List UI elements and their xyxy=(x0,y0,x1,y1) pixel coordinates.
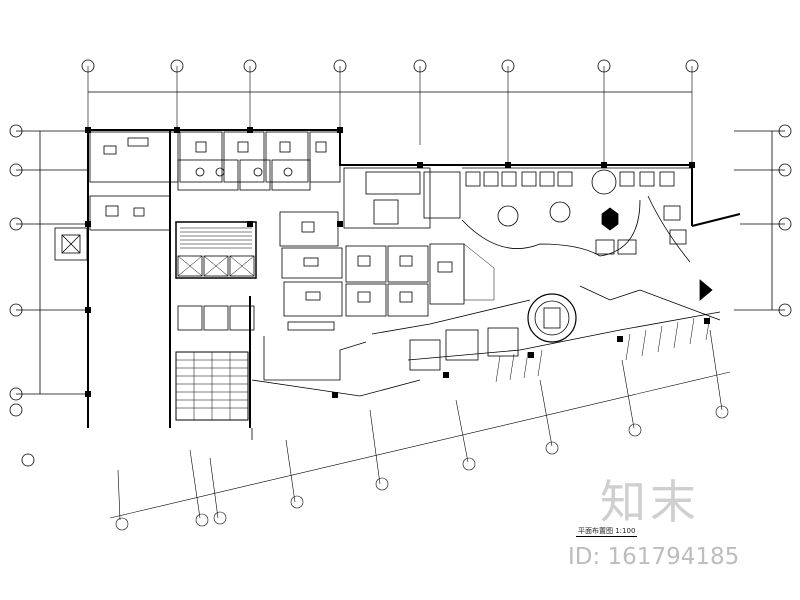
bottom-angled-grid xyxy=(109,329,731,531)
office-suites-top-left xyxy=(89,131,341,231)
service-rooms xyxy=(343,167,461,229)
top-dimension-line xyxy=(81,59,699,165)
stair-runs xyxy=(175,351,249,421)
lower-lounge-strip xyxy=(371,285,721,383)
watermark-id: ID: 161794185 xyxy=(568,544,740,570)
drawing-title: 平面布置图 1:100 xyxy=(576,527,638,537)
office-cluster-middle xyxy=(279,211,495,331)
structural-columns xyxy=(85,127,710,398)
booth-row xyxy=(465,171,675,187)
desk-set xyxy=(103,137,327,217)
vertical-core xyxy=(175,221,257,331)
watermark-brand: 知末 xyxy=(600,475,700,529)
lobby-outline xyxy=(251,336,421,440)
desk-set xyxy=(301,221,453,303)
grid-bubbles-top xyxy=(81,59,699,73)
shaft-box xyxy=(54,227,88,261)
exterior-walls xyxy=(87,129,741,428)
grid-bubbles-right xyxy=(734,124,792,317)
grid-bubbles-left xyxy=(9,124,88,467)
lounge-area xyxy=(461,167,713,301)
round-meeting-room xyxy=(527,293,577,343)
